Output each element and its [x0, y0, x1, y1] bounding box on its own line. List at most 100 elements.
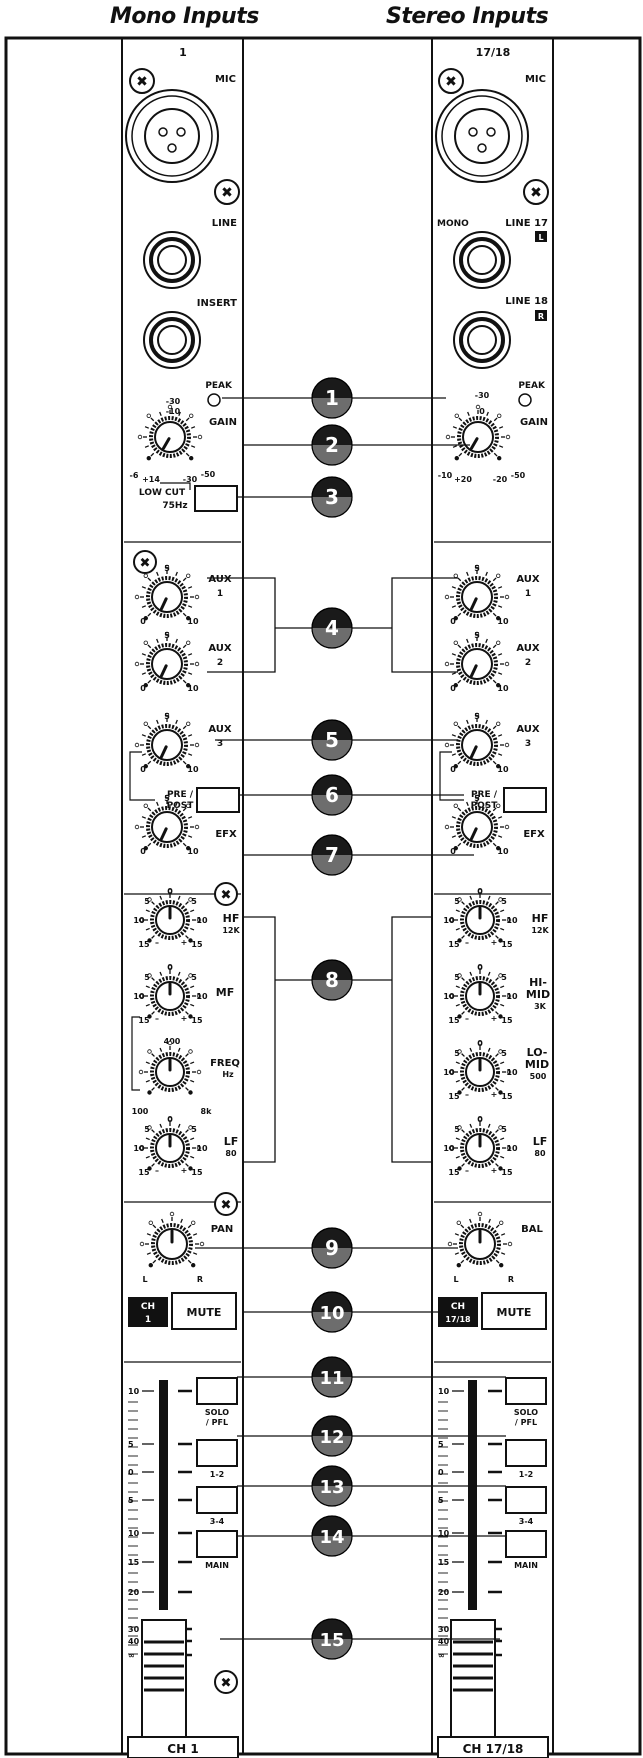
svg-text:15: 15	[138, 1016, 150, 1025]
svg-text:+: +	[181, 1014, 188, 1023]
stereo-peak-led	[518, 393, 532, 407]
mono-xlr-connector	[125, 89, 219, 183]
mono-channel-number: 1	[179, 46, 187, 59]
svg-text:CH 1: CH 1	[167, 1742, 198, 1756]
svg-text:5: 5	[501, 1049, 507, 1058]
screw-icon: ✖	[133, 550, 157, 574]
mono-lowcut-label: LOW CUT	[139, 488, 186, 498]
svg-text:PRE /: PRE /	[471, 790, 498, 800]
svg-text:R: R	[538, 312, 544, 321]
svg-text:80: 80	[534, 1149, 546, 1158]
stereo-bal-knob[interactable]	[447, 1211, 513, 1268]
screw-icon: ✖	[523, 179, 549, 205]
svg-text:0: 0	[477, 887, 483, 896]
svg-text:10: 10	[187, 684, 199, 693]
svg-text:15: 15	[138, 940, 150, 949]
mono-mute-button[interactable]	[171, 1292, 237, 1330]
svg-text:PAN: PAN	[211, 1224, 234, 1235]
stereo-mute-button[interactable]	[481, 1292, 547, 1330]
stereo-fader-track	[468, 1380, 477, 1610]
mono-bus12-button[interactable]	[196, 1439, 238, 1467]
mono-main-button[interactable]	[196, 1530, 238, 1558]
svg-text:AUX: AUX	[516, 643, 540, 654]
svg-text:FREQ: FREQ	[210, 1058, 240, 1069]
svg-text:15: 15	[448, 1168, 460, 1177]
stereo-solo-button[interactable]	[505, 1377, 547, 1405]
svg-text:10: 10	[196, 916, 208, 925]
svg-text:10: 10	[443, 992, 455, 1001]
svg-text:–: –	[155, 1166, 159, 1175]
svg-text:MAIN: MAIN	[514, 1561, 538, 1570]
stereo-fader-cap[interactable]	[450, 1619, 496, 1739]
svg-text:5: 5	[454, 897, 460, 906]
stereo-gain-knob[interactable]	[445, 404, 511, 461]
svg-text:15: 15	[191, 1016, 203, 1025]
mono-bus34-button[interactable]	[196, 1486, 238, 1514]
stereo-bus34-button[interactable]	[505, 1486, 547, 1514]
mono-lowcut-button[interactable]	[194, 485, 238, 512]
mono-solo-button[interactable]	[196, 1377, 238, 1405]
mono-gain-knob[interactable]	[137, 404, 203, 461]
svg-text:500: 500	[530, 1072, 547, 1081]
svg-text:LO-: LO-	[527, 1046, 548, 1059]
svg-text:MUTE: MUTE	[187, 1306, 222, 1319]
fader-scale-label: ∞	[128, 1651, 135, 1660]
svg-text:–: –	[465, 1090, 469, 1099]
svg-text:AUX: AUX	[516, 574, 540, 585]
svg-text:-6: -6	[130, 471, 139, 480]
screw-icon: ✖	[214, 179, 240, 205]
svg-text:15: 15	[501, 1168, 513, 1177]
svg-text:10: 10	[497, 765, 509, 774]
mono-prepost-button[interactable]	[196, 787, 240, 813]
svg-text:0: 0	[479, 407, 485, 416]
stereo-prepost-button[interactable]	[503, 787, 547, 813]
svg-text:1: 1	[145, 1315, 151, 1325]
svg-text:15: 15	[138, 1168, 150, 1177]
callout-1: 1	[311, 377, 353, 419]
svg-text:EFX: EFX	[523, 829, 545, 840]
mono-gain-label: GAIN	[209, 417, 237, 428]
fader-scale-label: 30	[438, 1625, 450, 1634]
screw-icon: ✖	[214, 1192, 238, 1216]
svg-text:+: +	[491, 1166, 498, 1175]
svg-text:15: 15	[448, 940, 460, 949]
stereo-main-button[interactable]	[505, 1530, 547, 1558]
stereo-bus12-button[interactable]	[505, 1439, 547, 1467]
callout-number: 10	[319, 1303, 344, 1324]
svg-text:✖: ✖	[221, 1198, 232, 1213]
svg-text:3K: 3K	[534, 1002, 547, 1011]
svg-text:MUTE: MUTE	[497, 1306, 532, 1319]
svg-text:1: 1	[525, 589, 531, 599]
callout-number: 6	[325, 783, 339, 807]
svg-text:10: 10	[196, 1144, 208, 1153]
svg-text:2: 2	[525, 658, 531, 668]
svg-text:–: –	[155, 1014, 159, 1023]
svg-text:0: 0	[477, 963, 483, 972]
mono-pan-knob[interactable]	[139, 1211, 205, 1268]
mono-freq-knob[interactable]	[138, 1040, 202, 1095]
svg-text:5: 5	[191, 973, 197, 982]
svg-text:5: 5	[191, 1125, 197, 1134]
svg-text:✖: ✖	[221, 888, 232, 903]
screw-icon: ✖	[438, 68, 464, 94]
stereo-line17-jack	[453, 231, 511, 289]
svg-text:1: 1	[217, 589, 223, 599]
svg-text:POST: POST	[167, 801, 195, 811]
mono-fader-cap[interactable]	[141, 1619, 187, 1739]
